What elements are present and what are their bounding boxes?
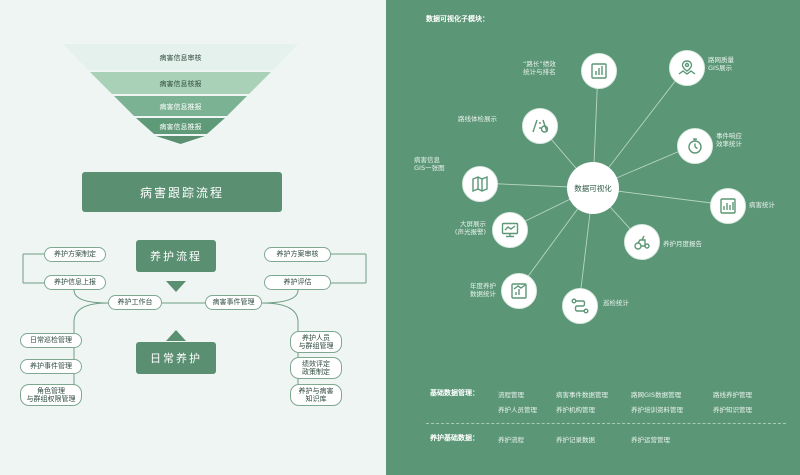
maintenance-data-title: 养护基础数据： [430,434,479,442]
report-chart-icon [710,188,746,224]
funnel-label-3: 病害信息推报 [159,103,202,111]
basic-data-item: 养护机构管理 [556,406,595,414]
module-label-5: 巡检统计 [603,299,629,307]
bar-chart-icon [581,53,617,89]
basic-data-item: 养护人员管理 [498,406,537,414]
map-pin-icon [669,50,705,86]
node-plan-review: 养护方案审核 [264,247,331,262]
section-divider [426,423,786,424]
funnel-label-1: 病害信息审核 [159,54,202,62]
funnel-layer-2 [90,72,271,94]
year-stats-icon [501,273,537,309]
up-arrow [166,330,186,341]
node-daily-inspection: 日常巡检管理 [20,333,82,348]
gis-map-icon [462,166,498,202]
down-arrow [166,281,186,292]
funnel-layer-4 [136,118,225,134]
node-event-management: 病害事件管理 [205,295,262,310]
route-icon [562,288,598,324]
viz-center-node: 数据可视化 [567,162,619,214]
node-personnel-group: 养护人员 与群组管理 [290,331,342,353]
maintenance-data-item: 养护流程 [498,436,524,444]
tracking-process-box: 病害跟踪流程 [82,172,282,212]
basic-data-item: 病害事件数据管理 [556,391,608,399]
maintenance-data-item: 养护运营管理 [631,436,670,444]
node-info-report: 养护信息上报 [44,275,106,290]
funnel-layer-3 [114,96,247,116]
funnel-layer-1 [63,44,298,70]
maintenance-data-item: 养护记录数据 [556,436,595,444]
left-panel: 病害信息审核 病害信息核报 病害信息推报 病害信息推报 病害跟踪流程 养护流程 … [0,0,386,475]
basic-data-item: 养护培训资料管理 [631,406,683,414]
node-role-permission: 角色管理 与群组权限管理 [20,384,82,406]
module-label-2: 事件响应 效率统计 [716,132,742,149]
module-label-4: 养护月度报告 [663,240,702,248]
node-evaluation: 养护评估 [264,275,331,290]
module-label-7: 大屏展示 (声光报警) [454,220,486,237]
funnel-tip [156,136,205,144]
roller-icon [624,224,660,260]
module-label-9: 路线体检展示 [458,115,497,123]
node-plan-formulate: 养护方案制定 [44,247,106,262]
stopwatch-icon [677,128,713,164]
maintenance-process-box: 养护流程 [136,240,216,272]
module-label-1: 路网质量 GIS展示 [708,56,734,73]
funnel-label-4: 病害信息推报 [159,123,202,131]
module-label-8: 病害信息 GIS一张图 [414,156,445,173]
funnel-label-2: 病害信息核报 [159,80,202,88]
module-label-3: 病害统计 [749,201,775,209]
node-knowledge-base: 养护与病害 知识库 [290,384,342,406]
basic-data-item: 流程管理 [498,391,524,399]
module-label-0: “路长”绩效 统计与排名 [523,60,556,77]
funnel: 病害信息审核 病害信息核报 病害信息推报 病害信息推报 [63,44,298,144]
node-workbench: 养护工作台 [108,295,162,310]
basic-data-item: 路网GIS数据管理 [631,391,682,399]
basic-data-item: 路线养护管理 [713,391,752,399]
viz-section-title: 数据可视化子模块： [426,15,489,23]
node-event-maint: 养护事件管理 [20,359,82,374]
screen-icon [492,212,528,248]
basic-data-item: 养护知识管理 [713,406,752,414]
node-performance-policy: 绩效评定 政策制定 [290,357,342,379]
module-label-6: 年度养护 数据统计 [470,282,496,299]
basic-data-title: 基础数据管理： [430,389,479,397]
road-check-icon [522,108,558,144]
right-panel: 数据可视化子模块： 数据可视化 “路长”绩效 统计与排名 [386,0,800,475]
daily-maintenance-box: 日常养护 [136,342,216,374]
